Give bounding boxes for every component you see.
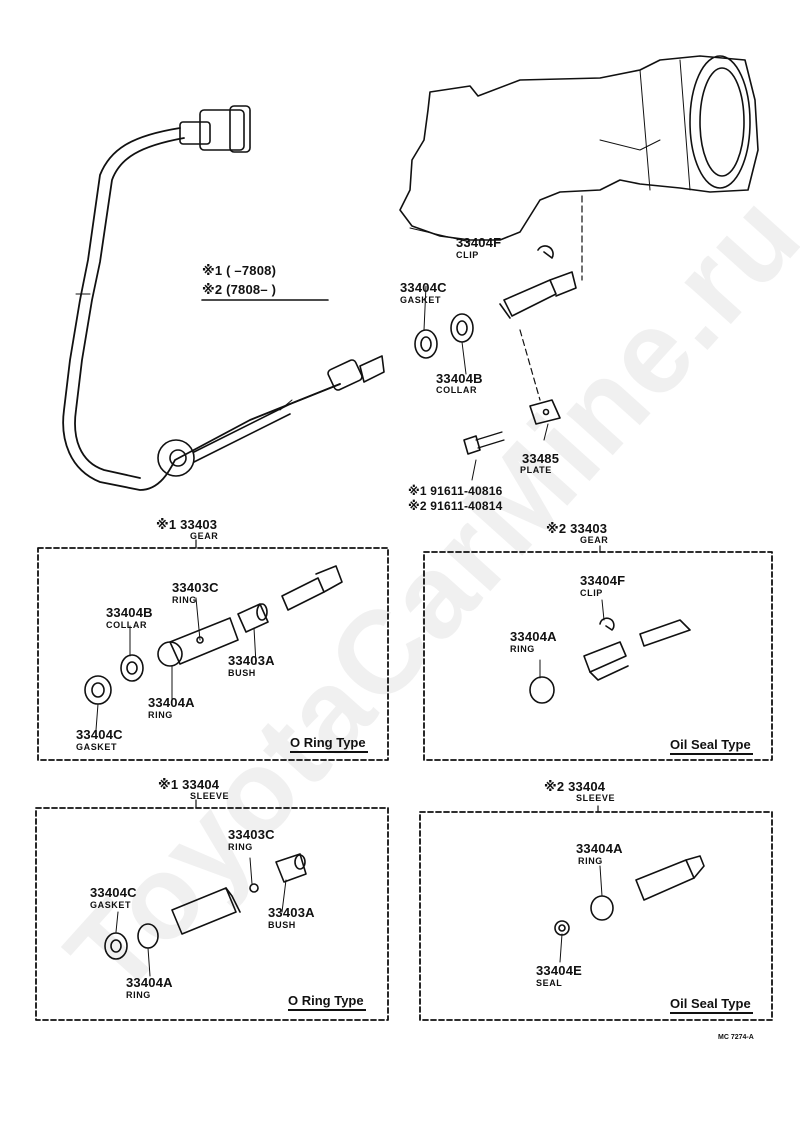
box1-part-number-gasket: 33404C bbox=[76, 727, 123, 742]
box2-type-label: Oil Seal Type bbox=[670, 737, 753, 755]
box4-part-name-ring: RING bbox=[578, 856, 603, 866]
box3-header-name: SLEEVE bbox=[190, 791, 230, 801]
bolt-number-1: ※1 91611-40816 bbox=[408, 484, 503, 498]
part-name-clip: CLIP bbox=[456, 250, 479, 260]
box1-gear bbox=[281, 565, 343, 611]
box4-header-number: ※2 33404 bbox=[544, 779, 606, 794]
box3-type-label: O Ring Type bbox=[288, 993, 366, 1011]
box1-part-number-bush: 33403A bbox=[228, 653, 275, 668]
box3-small-ring bbox=[249, 883, 259, 893]
part-name-collar: COLLAR bbox=[436, 385, 478, 395]
box2-part-number-clip: 33404F bbox=[580, 573, 626, 588]
box1-header-number: ※1 33403 bbox=[156, 517, 218, 532]
box1-part-number-ring: 33403C bbox=[172, 580, 219, 595]
box1-collar bbox=[120, 654, 144, 682]
part-number-gasket: 33404C bbox=[400, 280, 447, 295]
box3-part-number-bush: 33403A bbox=[268, 905, 315, 920]
box2-header-number: ※2 33403 bbox=[546, 521, 608, 536]
upper-bolt bbox=[463, 431, 505, 455]
speedometer-cable bbox=[62, 105, 385, 491]
box3-header-number: ※1 33404 bbox=[158, 777, 220, 792]
upper-plate bbox=[529, 399, 561, 425]
box4-sleeve bbox=[635, 855, 705, 901]
box4-part-number-seal: 33404E bbox=[536, 963, 583, 978]
box2-ring bbox=[529, 676, 555, 704]
box2-part-number-ring: 33404A bbox=[510, 629, 557, 644]
box4-type-label: Oil Seal Type bbox=[670, 996, 753, 1014]
legend-range-1: ※1 ( –7808) bbox=[202, 263, 277, 278]
box1-part-name-gasket: GASKET bbox=[76, 742, 118, 752]
box3-bush bbox=[275, 853, 307, 883]
box2-header-name: GEAR bbox=[580, 535, 609, 545]
box1-gasket bbox=[84, 675, 112, 705]
box3-sleeve bbox=[171, 887, 241, 935]
box3-part-name-bush: BUSH bbox=[268, 920, 296, 930]
part-name-plate: PLATE bbox=[520, 465, 552, 475]
box1-part-name-collar: COLLAR bbox=[106, 620, 148, 630]
box1-part-name-bush: BUSH bbox=[228, 668, 256, 678]
upper-clip bbox=[537, 245, 554, 259]
upper-collar bbox=[450, 313, 474, 343]
part-number-plate: 33485 bbox=[522, 451, 560, 466]
box4-part-number-ring: 33404A bbox=[576, 841, 623, 856]
box4-part-name-seal: SEAL bbox=[536, 978, 563, 988]
box1-part-number-oring: 33404A bbox=[148, 695, 195, 710]
upper-gasket bbox=[414, 329, 438, 359]
box3-gasket bbox=[104, 932, 128, 960]
box1-bush bbox=[237, 603, 269, 633]
bolt-number-2: ※2 91611-40814 bbox=[408, 499, 503, 513]
box3-part-name-gasket: GASKET bbox=[90, 900, 132, 910]
box4-header-name: SLEEVE bbox=[576, 793, 616, 803]
box3-part-name-oring: RING bbox=[126, 990, 151, 1000]
box2-part-name-ring: RING bbox=[510, 644, 535, 654]
box2-part-name-clip: CLIP bbox=[580, 588, 603, 598]
part-number-clip: 33404F bbox=[456, 235, 502, 250]
part-number-collar: 33404B bbox=[436, 371, 483, 386]
box1-part-name-oring: RING bbox=[148, 710, 173, 720]
box1-type-label: O Ring Type bbox=[290, 735, 368, 753]
box3-part-number-oring: 33404A bbox=[126, 975, 173, 990]
box1-header-name: GEAR bbox=[190, 531, 219, 541]
box4-ring bbox=[590, 895, 614, 921]
box3-part-number-gasket: 33404C bbox=[90, 885, 137, 900]
box2-gear bbox=[583, 619, 691, 681]
box3-part-number-ring: 33403C bbox=[228, 827, 275, 842]
box1-part-number-collar: 33404B bbox=[106, 605, 153, 620]
footer-code: MC 7274-A bbox=[718, 1034, 754, 1041]
box1-part-name-ring: RING bbox=[172, 595, 197, 605]
box4-seal bbox=[554, 920, 570, 936]
part-name-gasket: GASKET bbox=[400, 295, 442, 305]
box2-clip bbox=[599, 617, 615, 631]
box3-part-name-ring: RING bbox=[228, 842, 253, 852]
upper-sleeve bbox=[499, 271, 577, 319]
legend-range-2: ※2 (7808– ) bbox=[202, 282, 277, 297]
box3-ring bbox=[137, 923, 159, 949]
transmission-housing bbox=[399, 55, 759, 241]
